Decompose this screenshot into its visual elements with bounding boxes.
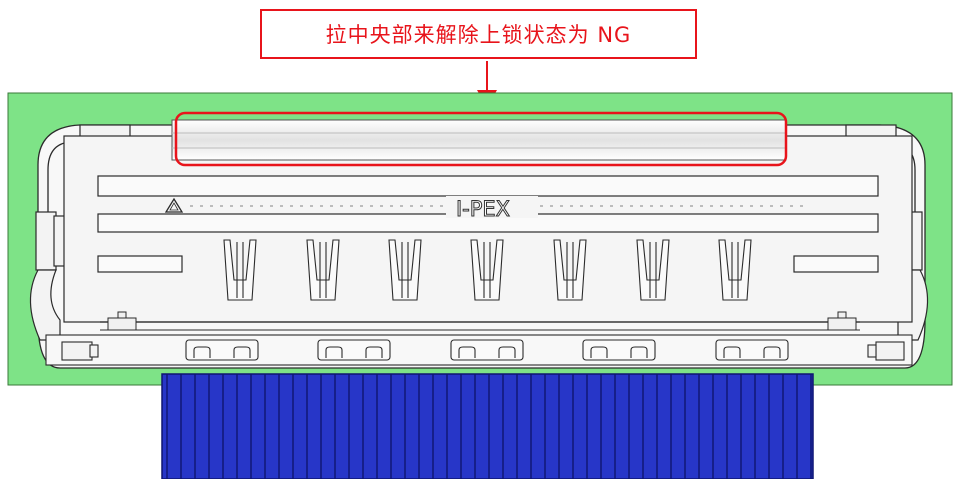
- polarity-triangle-icon: [164, 197, 184, 213]
- upper-slot: [97, 175, 879, 197]
- highlight-box: [174, 111, 788, 167]
- actuator-bar: [171, 119, 787, 161]
- side-window-left: [97, 255, 183, 273]
- callout-box: 拉中央部来解除上锁状态为 NG: [260, 9, 697, 59]
- side-window-right: [793, 255, 879, 273]
- end-latch-right: [867, 341, 905, 361]
- rail-lock-right: [827, 311, 857, 331]
- brand-label: I-PEX: [456, 197, 510, 221]
- rail-lock-left: [107, 311, 137, 331]
- callout-text: 拉中央部来解除上锁状态为 NG: [325, 23, 632, 47]
- flex-cable: [161, 373, 814, 479]
- end-latch-left: [61, 341, 99, 361]
- bottom-tabs: [185, 339, 789, 361]
- contact-clips: [223, 239, 752, 301]
